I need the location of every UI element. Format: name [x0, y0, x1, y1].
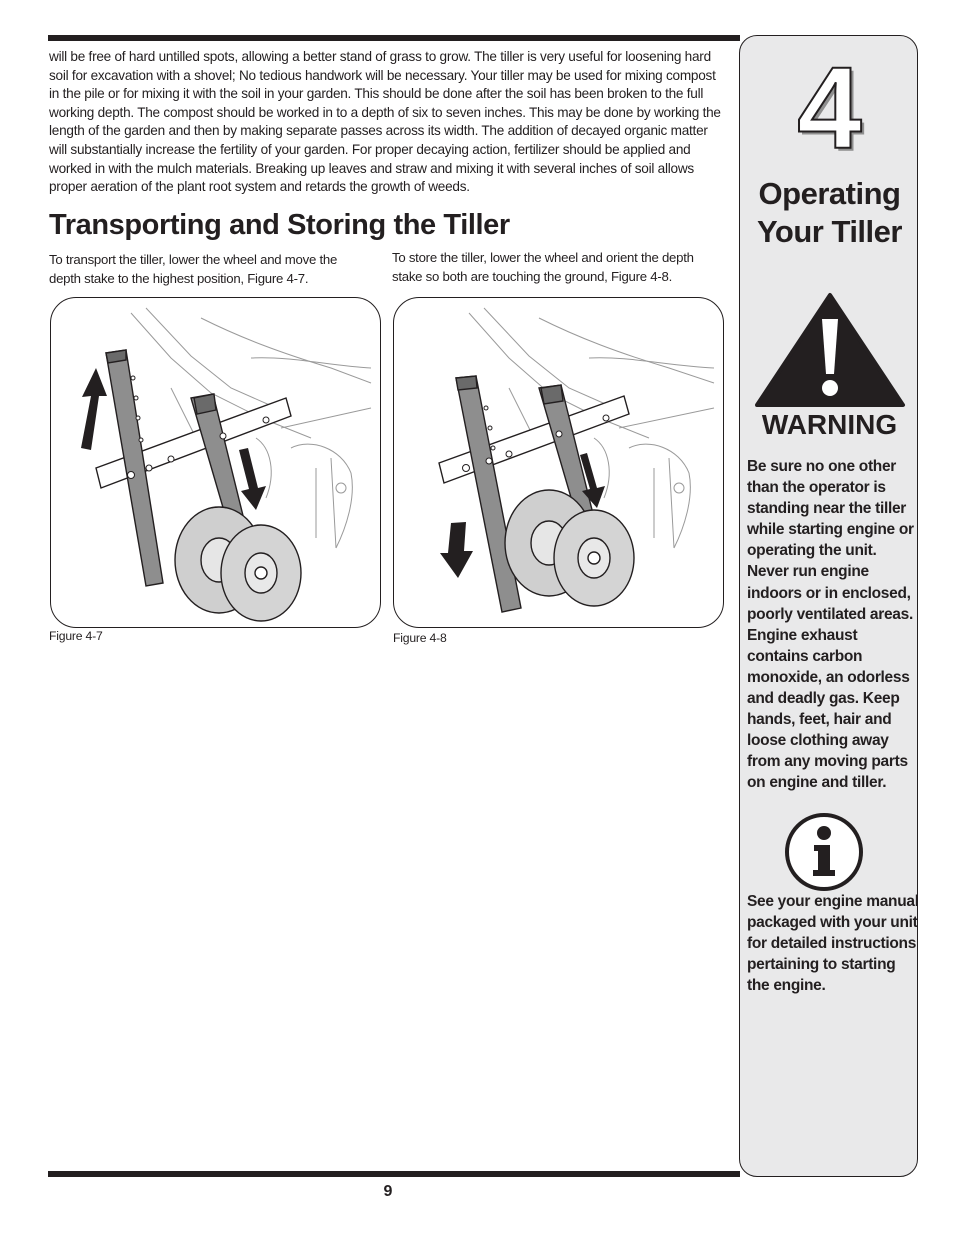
warning-text: Be sure no one other than the operator i… [747, 458, 914, 792]
chapter-number: 4 [796, 43, 863, 173]
section-title: Transporting and Storing the Tiller [49, 209, 510, 241]
chapter-title: Operating Your Tiller [757, 176, 902, 249]
tiller-transport-illustration [81, 307, 372, 622]
bottom-rule [48, 1171, 740, 1177]
chapter-sidebar: 4 Operating Your Tiller WARNING Be sure … [739, 35, 919, 1177]
arrow-down-icon [239, 448, 266, 510]
tiller-storage-illustration [438, 307, 715, 613]
figure-4-7 [50, 297, 381, 628]
warning-label: WARNING [761, 409, 898, 440]
figure-4-7-caption: Figure 4-7 [49, 629, 103, 643]
arrow-up-icon [81, 368, 107, 450]
warning-triangle-icon [755, 293, 905, 407]
figure-4-8-caption: Figure 4-8 [393, 631, 447, 645]
top-rule [48, 35, 740, 41]
arrow-down-icon [440, 522, 473, 578]
info-text: See your engine manual packaged with you… [747, 893, 919, 995]
arrow-down-icon [580, 453, 605, 508]
info-icon [785, 813, 863, 891]
figure-4-8 [393, 297, 724, 628]
page-number: 9 [383, 1183, 393, 1200]
transport-instructions: To transport the tiller, lower the wheel… [49, 252, 338, 286]
intro-paragraph: will be free of hard untilled spots, all… [49, 49, 721, 195]
storage-instructions: To store the tiller, lower the wheel and… [392, 250, 694, 284]
